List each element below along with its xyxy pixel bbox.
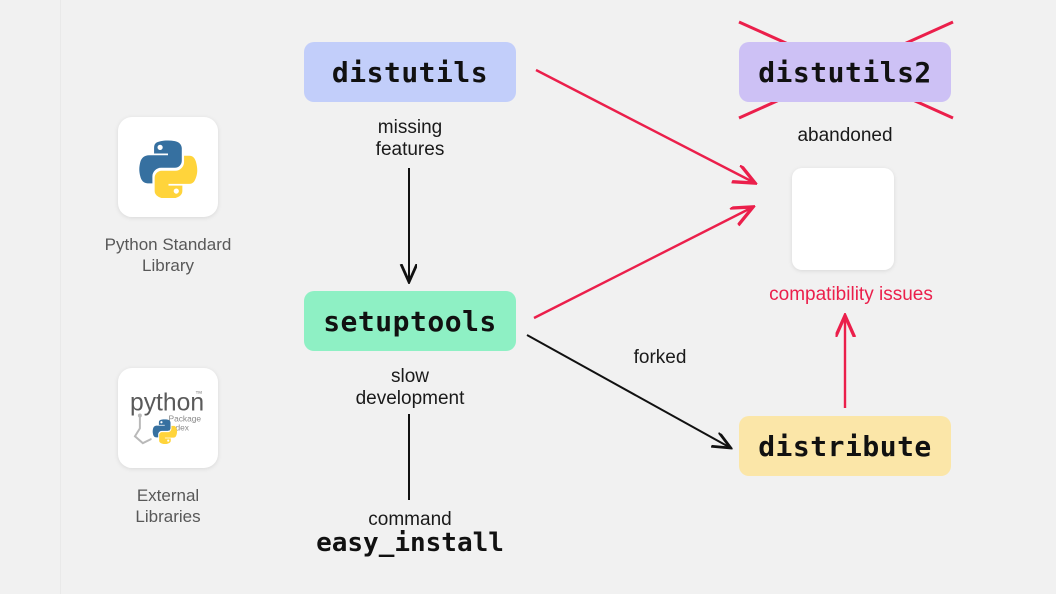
node-setuptools[interactable]: setuptools [304, 291, 516, 351]
node-distribute[interactable]: distribute [739, 416, 951, 476]
python-standard-library-caption: Python Standard Library [104, 235, 232, 275]
pypi-subtext-package: Package [168, 413, 201, 423]
pypi-plug-icon [133, 415, 152, 445]
python-logo-icon [139, 140, 198, 198]
node-distutils2[interactable]: distutils2 [739, 42, 951, 102]
pypi-subtext-index: Index [168, 422, 189, 432]
edge-label-abandoned: abandoned [797, 125, 893, 146]
pypi-plug-tip-icon [137, 413, 142, 418]
external-libraries-caption: External Libraries [135, 486, 201, 526]
pypi-wordmark: python [130, 390, 204, 417]
edge-label-easy-install: easy_install [316, 528, 504, 558]
pypi-trademark-icon: ™ [195, 389, 202, 398]
panel-edge-divider [60, 0, 61, 594]
pypi-logo-icon: python ™ Package Index [130, 389, 204, 445]
edge-label-command: command [368, 509, 452, 530]
arrow-distutils-placeholder [535, 68, 753, 182]
pypi-mini-python-icon [152, 419, 178, 445]
edge-label-missing-features: missing features [375, 117, 445, 160]
edge-label-compatibility-issues: compatibility issues [769, 284, 933, 305]
node-empty-placeholder-card[interactable] [792, 168, 894, 270]
external-libraries-card[interactable]: python ™ Package Index [118, 368, 218, 468]
node-distutils[interactable]: distutils [304, 42, 516, 102]
python-standard-library-card[interactable] [118, 117, 218, 217]
edge-label-forked: forked [633, 347, 687, 368]
edge-label-slow-development: slow development [355, 366, 465, 409]
